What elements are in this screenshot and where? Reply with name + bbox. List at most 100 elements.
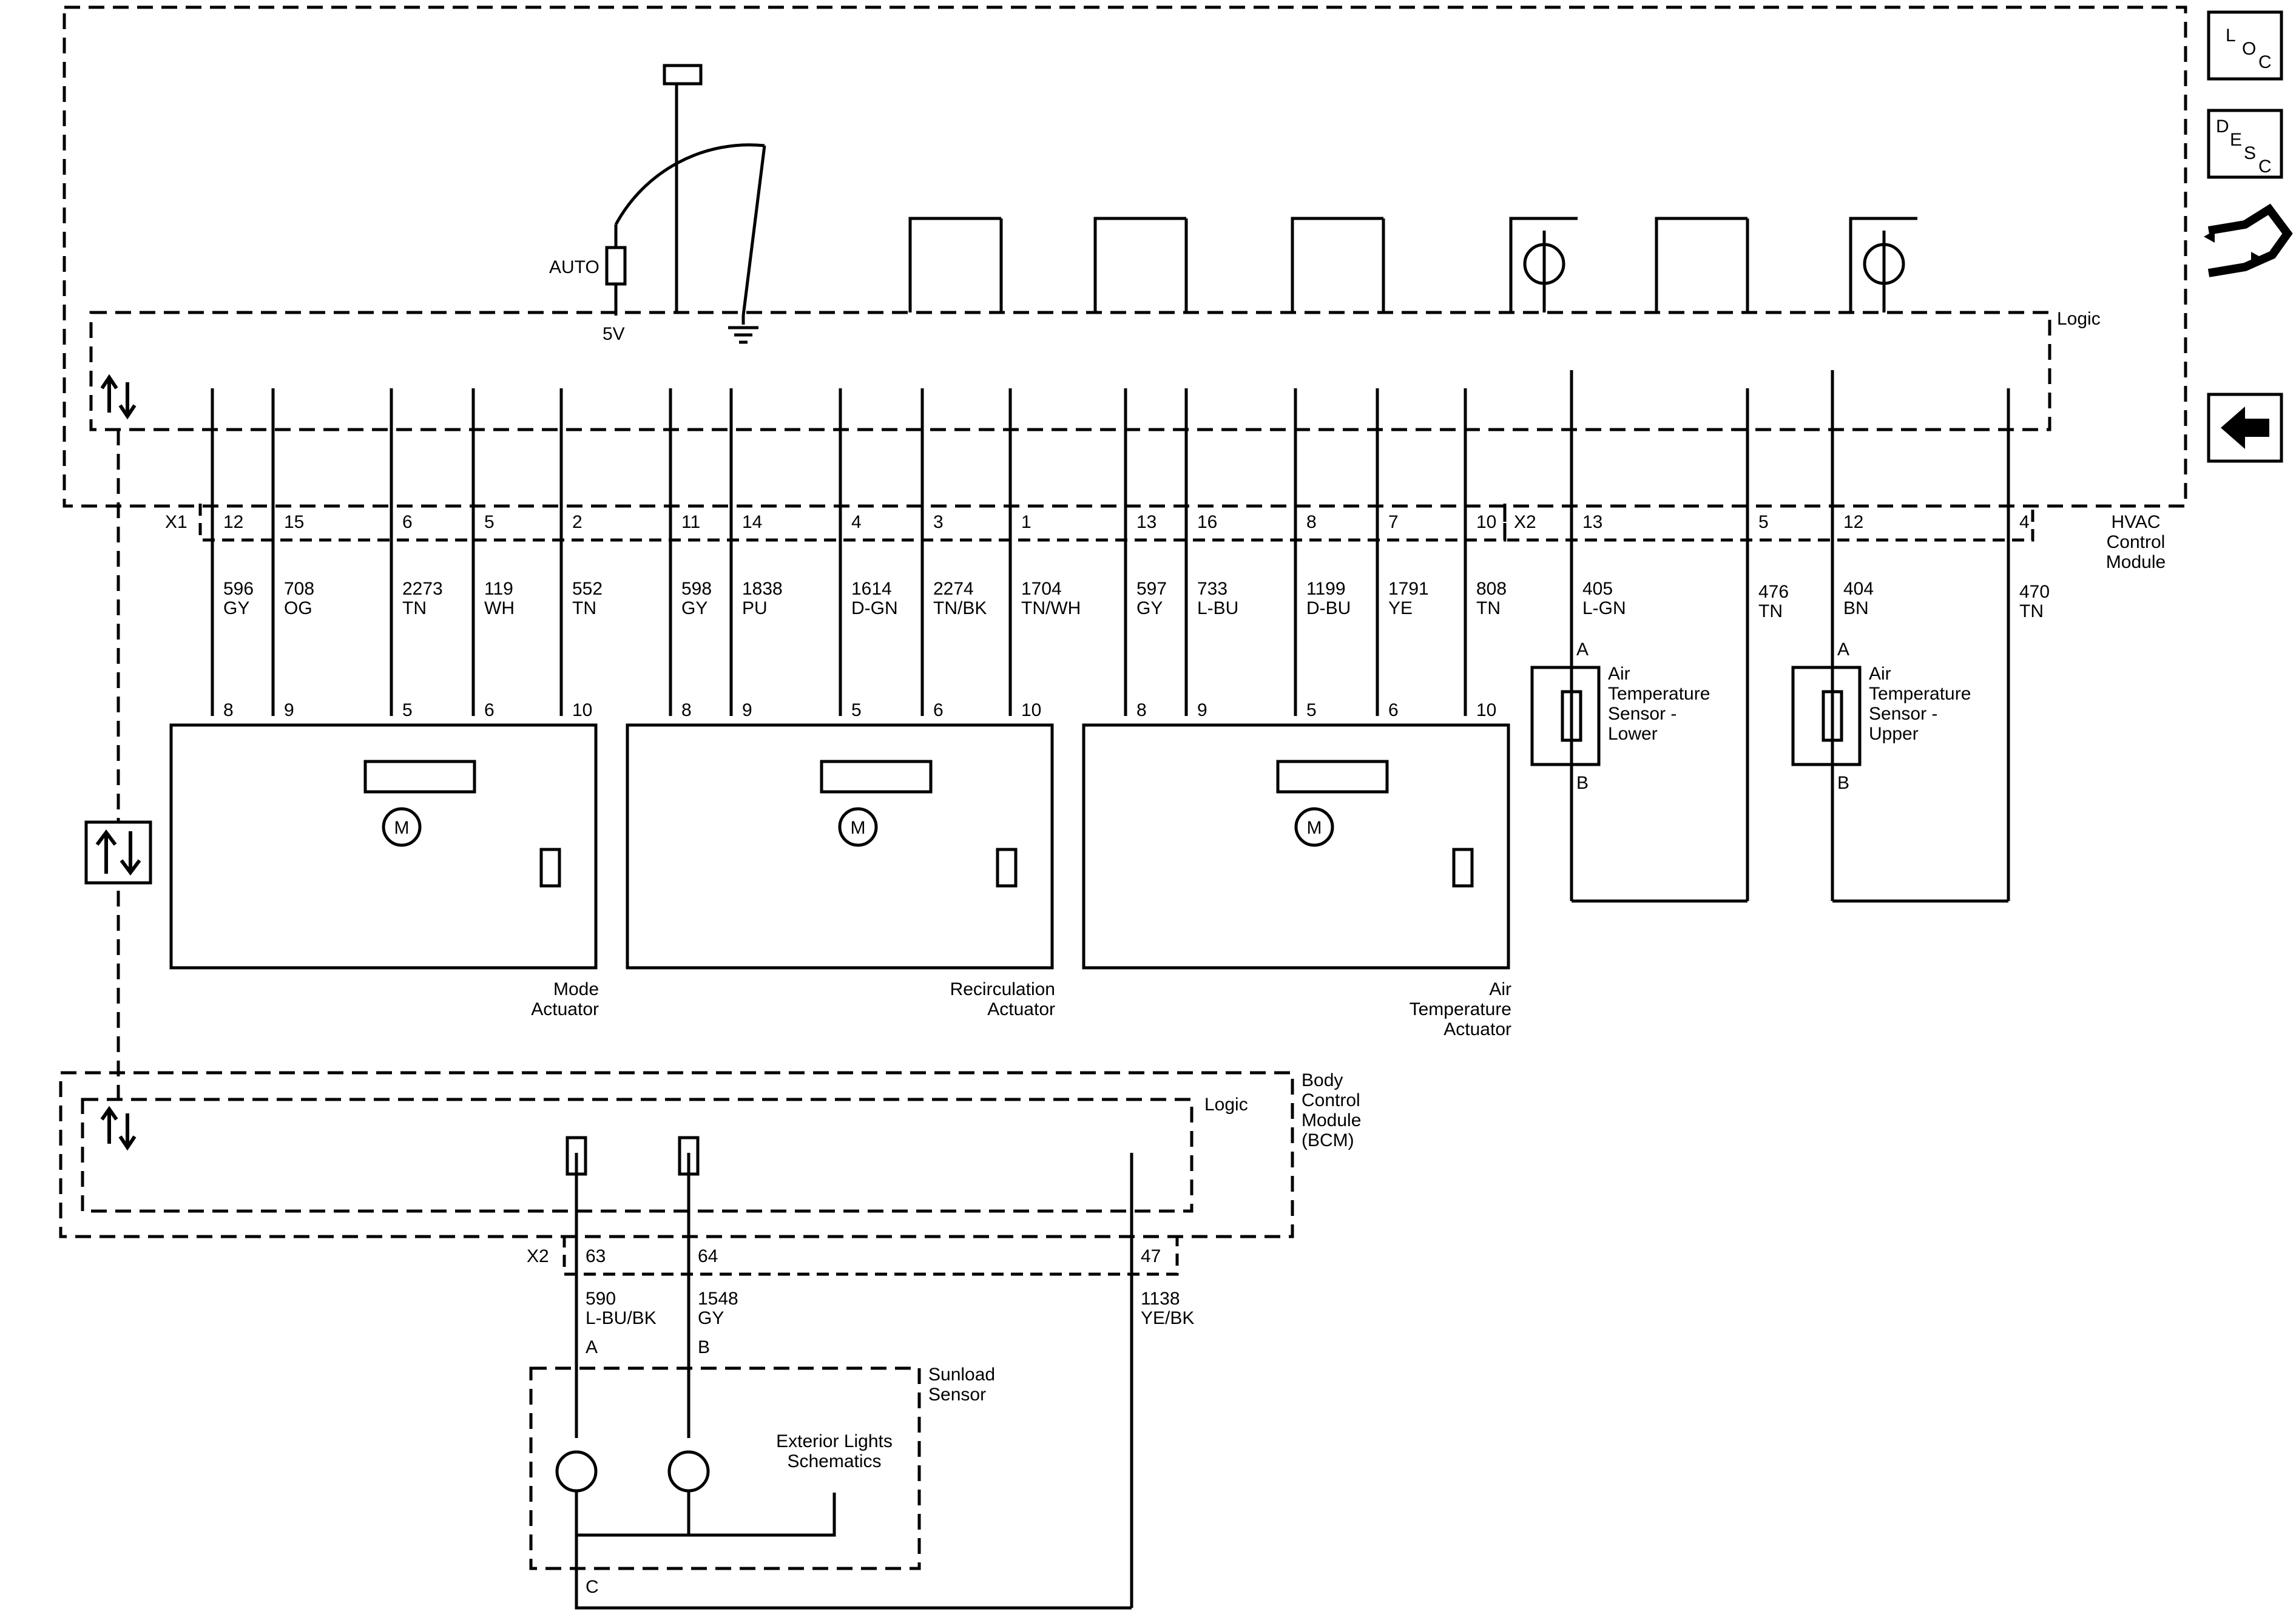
hvac-pin-label: 7 xyxy=(1388,512,1399,532)
actuator-label: Mode xyxy=(553,979,599,999)
sensor-label: Lower xyxy=(1608,724,1658,744)
actuator-pin-label: 8 xyxy=(223,700,234,720)
circuit-color: TN xyxy=(572,598,596,618)
switch-frame xyxy=(1655,217,1747,312)
loc-letter-l: L xyxy=(2226,25,2236,46)
circuit-number: 1704 xyxy=(1021,579,1062,599)
circuit-color: GY xyxy=(223,598,249,618)
sensor-circuit-a: 404 xyxy=(1843,579,1874,599)
hvac-pin-label: 13 xyxy=(1136,512,1156,532)
circuit-number: 808 xyxy=(1476,579,1507,599)
hvac-pin-label: 1 xyxy=(1021,512,1032,532)
actuator-potentiometer xyxy=(539,848,561,888)
circuit-color: D-GN xyxy=(851,598,898,618)
auto-resistor xyxy=(605,246,627,286)
circuit-number: 119 xyxy=(484,579,513,599)
hvac-pin-label: 11 xyxy=(681,512,700,532)
back-button[interactable] xyxy=(2207,393,2283,463)
sunload-photodiode-icon xyxy=(667,1450,710,1493)
actuator-motor-label: M xyxy=(394,818,410,838)
circuit-color: GY xyxy=(1136,598,1163,618)
bcm-label-2: Control xyxy=(1302,1090,1360,1110)
sensor-label: Sensor - xyxy=(1608,704,1676,724)
actuator-motor-icon xyxy=(838,807,878,847)
actuator-pin-label: 6 xyxy=(484,700,495,720)
actuator-motor-icon xyxy=(1294,807,1334,847)
bcm-circuit-number: 590 xyxy=(586,1289,616,1309)
circuit-number: 596 xyxy=(223,579,254,599)
indicator-frame xyxy=(1509,217,1578,312)
desc-button[interactable]: D E S C xyxy=(2207,109,2283,179)
sensor-terminal-b: B xyxy=(1837,773,1849,793)
circuit-color: GY xyxy=(681,598,707,618)
bcm-logic-boundary xyxy=(81,1098,1194,1213)
actuator-potentiometer xyxy=(1452,848,1474,888)
sensor-color-b: TN xyxy=(2019,601,2044,621)
hvac-pin-label: 12 xyxy=(223,512,243,532)
actuator-potentiometer xyxy=(996,848,1018,888)
actuator-pin-label: 10 xyxy=(1021,700,1041,720)
hvac-pin-label: 4 xyxy=(851,512,862,532)
actuator-pin-label: 10 xyxy=(572,700,592,720)
actuator-pin-label: 10 xyxy=(1476,700,1496,720)
sensor-terminal-b: B xyxy=(1576,773,1589,793)
sensor-label: Upper xyxy=(1869,724,1919,744)
circuit-color: WH xyxy=(484,598,515,618)
sensor-label: Air xyxy=(1869,664,1891,684)
circuit-number: 708 xyxy=(284,579,314,599)
bcm-serial-arrows-icon xyxy=(100,1106,137,1151)
wrench-connector-icon[interactable] xyxy=(2204,203,2293,277)
hvac-pin-label: 15 xyxy=(284,512,304,532)
bcm-circuit-color: YE/BK xyxy=(1141,1308,1194,1328)
bcm-label-1: Body xyxy=(1302,1070,1343,1090)
switch-frame xyxy=(1093,217,1186,312)
sunload-terminal: A xyxy=(586,1337,598,1357)
loc-letter-c: C xyxy=(2258,52,2272,72)
hvac-pin-label: 5 xyxy=(484,512,495,532)
circuit-color: YE xyxy=(1388,598,1413,618)
actuator-motor-label: M xyxy=(851,818,866,838)
mode-5v-label: 5V xyxy=(603,324,625,344)
sensor-color-a: L-GN xyxy=(1582,598,1626,618)
sensor-pin-a: 12 xyxy=(1843,512,1863,532)
actuator-pin-label: 8 xyxy=(681,700,692,720)
circuit-number: 2274 xyxy=(933,579,974,599)
bcm-circuit-color: L-BU/BK xyxy=(586,1308,657,1328)
bcm-label-3: Module xyxy=(1302,1110,1361,1130)
thermistor-box xyxy=(1791,666,1862,766)
actuator-pin-label: 6 xyxy=(933,700,944,720)
connector-x2-hvac xyxy=(1503,504,2034,542)
sunload-photodiode-icon xyxy=(555,1450,598,1493)
hvac-pin-label: 16 xyxy=(1197,512,1217,532)
actuator-pin-label: 8 xyxy=(1136,700,1147,720)
loc-letter-o: O xyxy=(2242,39,2256,59)
mode-selector-arc xyxy=(614,143,765,226)
sensor-circuit-b: 470 xyxy=(2019,582,2050,602)
actuator-label: Temperature xyxy=(1410,999,1511,1019)
actuator-label: Actuator xyxy=(1443,1019,1511,1039)
sunload-common xyxy=(576,1493,836,1537)
sensor-terminal-a: A xyxy=(1837,640,1849,660)
auto-label: AUTO xyxy=(549,257,599,277)
loc-button[interactable]: L O C xyxy=(2207,10,2283,81)
vent-resistor xyxy=(663,64,703,86)
actuator-gearbox xyxy=(820,760,933,794)
sensor-terminal-a: A xyxy=(1576,640,1589,660)
actuator-label: Air xyxy=(1489,979,1511,999)
bcm-pin-label: 63 xyxy=(586,1246,606,1266)
connector-x1 xyxy=(198,504,1507,542)
circuit-number: 2273 xyxy=(402,579,443,599)
circuit-layer: 12596GY815708OG962273TN55119WH62552TN101… xyxy=(211,388,1507,720)
bcm-pullup-resistor xyxy=(678,1136,700,1176)
actuator-layer: MModeActuatorMRecirculationActuatorMAirT… xyxy=(169,723,1511,1039)
hvac-module-label-3: Module xyxy=(2106,552,2166,572)
desc-letter-d: D xyxy=(2216,116,2229,137)
hvac-switch-row xyxy=(908,217,1917,312)
circuit-color: TN xyxy=(402,598,427,618)
bcm-circuit-color: GY xyxy=(698,1308,724,1328)
actuator-label: Actuator xyxy=(531,999,599,1019)
actuator-box xyxy=(169,723,598,970)
circuit-color: OG xyxy=(284,598,312,618)
switch-frame xyxy=(1291,217,1383,312)
sunload-label-2: Sensor xyxy=(928,1385,986,1405)
